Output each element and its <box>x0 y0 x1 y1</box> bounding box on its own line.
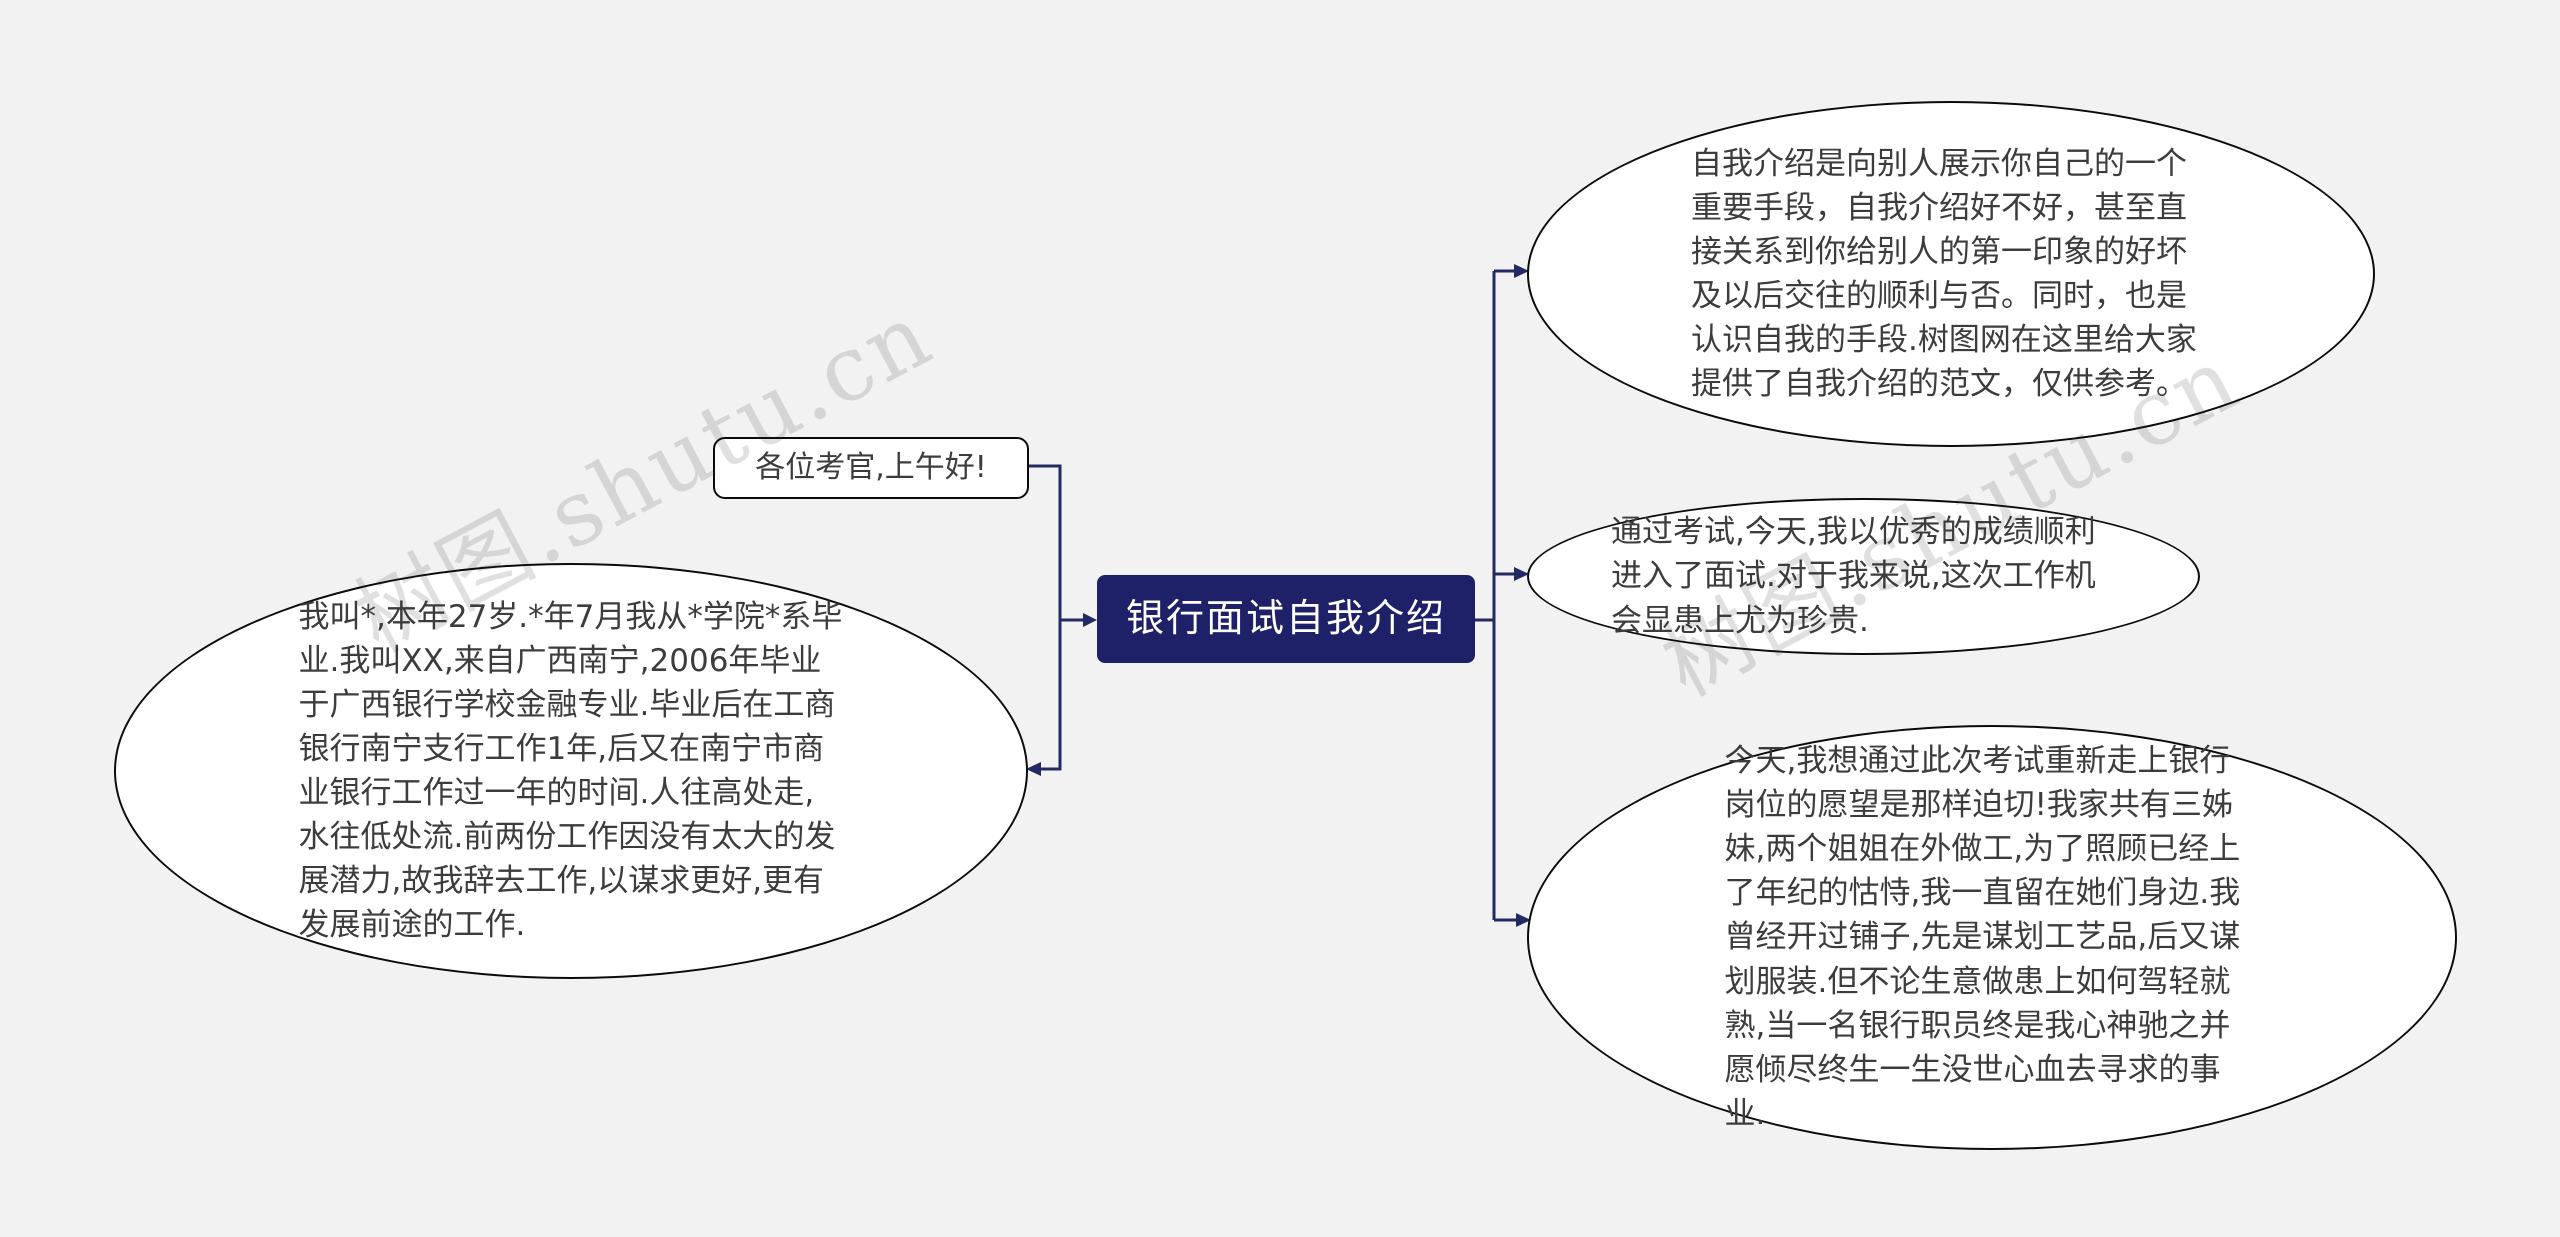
node-greeting[interactable]: 各位考官,上午好! <box>713 437 1029 499</box>
node-left-intro[interactable]: 我叫*,本年27岁.*年7月我从*学院*系毕业.我叫XX,来自广西南宁,2006… <box>114 563 1028 979</box>
root-node-label: 银行面试自我介绍 <box>1125 596 1446 641</box>
node-right-top[interactable]: 自我介绍是向别人展示你自己的一个重要手段，自我介绍好不好，甚至直接关系到你给别人… <box>1527 101 2375 447</box>
connector-arrowheads <box>1026 264 1531 927</box>
root-node-bank-interview[interactable]: 银行面试自我介绍 <box>1097 575 1475 663</box>
node-right-middle[interactable]: 通过考试,今天,我以优秀的成绩顺利进入了面试.对于我来说,这次工作机会显患上尤为… <box>1527 498 2200 655</box>
arrow-into-right-top-icon <box>1514 264 1529 278</box>
left-branch-line <box>1025 464 1062 771</box>
connector-paths <box>1025 269 1516 922</box>
arrow-into-right-bottom-icon <box>1516 913 1531 927</box>
node-right-middle-text: 通过考试,今天,我以优秀的成绩顺利进入了面试.对于我来说,这次工作机会显患上尤为… <box>1611 514 2096 639</box>
arrow-into-root-icon <box>1083 613 1097 627</box>
node-right-bottom-text: 今天,我想通过此次考试重新走上银行岗位的愿望是那样迫切!我家共有三姊妹,两个姐姐… <box>1724 743 2241 1132</box>
node-greeting-text: 各位考官,上午好! <box>755 449 987 485</box>
node-left-intro-text: 我叫*,本年27岁.*年7月我从*学院*系毕业.我叫XX,来自广西南宁,2006… <box>298 598 843 944</box>
arrow-into-right-middle-icon <box>1514 567 1529 581</box>
node-right-top-text: 自我介绍是向别人展示你自己的一个重要手段，自我介绍好不好，甚至直接关系到你给别人… <box>1691 145 2197 403</box>
node-right-bottom[interactable]: 今天,我想通过此次考试重新走上银行岗位的愿望是那样迫切!我家共有三姊妹,两个姐姐… <box>1527 725 2457 1150</box>
arrow-into-left-ellipse-icon <box>1026 762 1041 776</box>
